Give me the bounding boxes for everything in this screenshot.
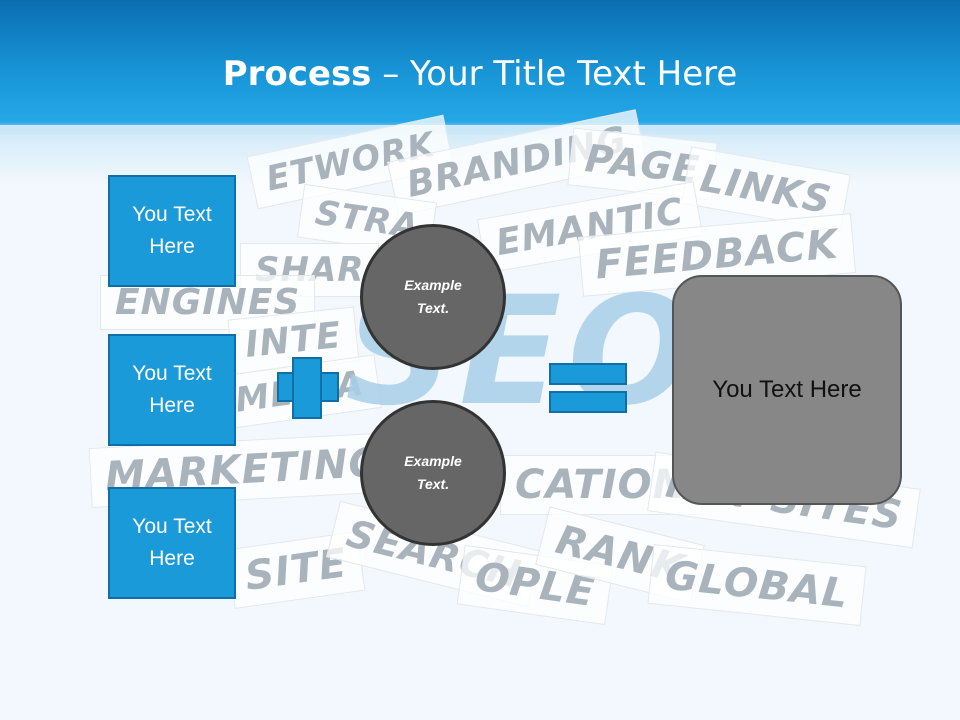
text-box-label: You Text Here [132,203,212,258]
text-box-label: You Text Here [132,362,212,417]
equals-sign-top [549,363,627,385]
text-box-3[interactable]: You Text Here [108,487,236,599]
equals-sign-bottom [549,391,627,413]
title-rest: – Your Title Text Here [371,54,738,94]
result-box[interactable]: You Text Here [672,275,902,505]
plus-sign-center [294,374,320,400]
example-circle-2[interactable]: Example Text. [360,400,506,546]
text-box-1[interactable]: You Text Here [108,175,236,287]
header-band [0,0,960,135]
circle-label: Example Text. [404,453,462,492]
text-box-2[interactable]: You Text Here [108,334,236,446]
slide-title: Process – Your Title Text Here [0,52,960,96]
example-circle-1[interactable]: Example Text. [360,224,506,370]
title-bold: Process [222,54,372,94]
text-box-label: You Text Here [132,515,212,570]
bg-word: GLOBAL [647,543,867,627]
circle-label: Example Text. [404,277,462,316]
result-label: You Text Here [712,376,862,403]
